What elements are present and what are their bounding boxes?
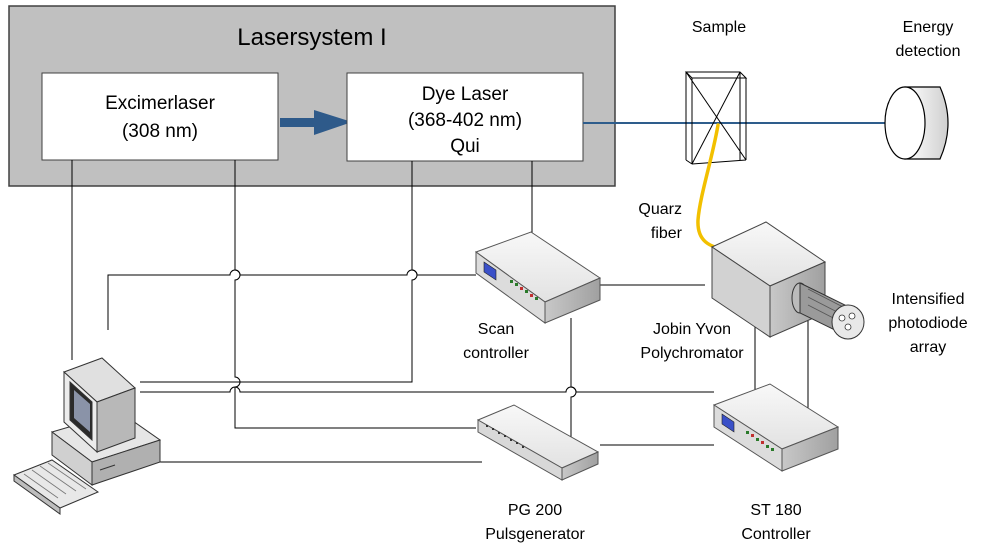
scan-controller-label-2: controller [463,345,529,362]
quartz-fiber [696,123,732,252]
energy-detection-label-2: detection [896,43,961,60]
dye-laser-box [346,72,584,162]
energy-detection-label-1: Energy [903,19,954,36]
sample-cuvette [684,71,748,165]
pump-arrow [280,110,352,135]
st180-label-2: Controller [741,526,811,543]
scan-controller-device [474,231,602,324]
excimer-laser-box [41,72,279,161]
lasersystem-group: Lasersystem I Excimerlaser (308 nm) Dye … [8,5,616,187]
pulsgenerator-label-1: PG 200 [508,502,562,519]
quarz-fiber-label-2: fiber [651,225,683,242]
computer-icon [12,357,162,515]
photodiode-array-label-2: photodiode [888,315,967,332]
st180-led-row [746,431,774,451]
scan-controller-label-1: Scan [478,321,514,338]
scan-controller-led-row [510,280,538,300]
excimer-laser-label: Excimerlaser [105,93,215,114]
lasersystem-title: Lasersystem I [237,24,386,51]
pulsgenerator-device [476,404,600,481]
polychromator-label-2: Polychromator [640,345,744,362]
dye-laser-wavelength: (368-402 nm) [408,110,522,131]
pulsgenerator-label-2: Pulsgenerator [485,526,585,543]
polychromator-device [710,221,827,338]
st180-controller-device [712,383,840,472]
energy-detector-icon [884,86,949,160]
photodiode-array-label-1: Intensified [892,291,965,308]
polychromator-label-1: Jobin Yvon [653,321,731,338]
dye-laser-dye: Qui [450,136,480,157]
dye-laser-label: Dye Laser [422,84,509,105]
photodiode-array-label-3: array [910,339,946,356]
photodiode-array-device [791,282,865,340]
sample-label: Sample [692,19,746,36]
st180-label-1: ST 180 [750,502,801,519]
excimer-laser-wavelength: (308 nm) [122,121,198,142]
connection-wires [71,160,809,463]
quarz-fiber-label-1: Quarz [638,201,682,218]
pulsgenerator-port-row [486,425,524,448]
